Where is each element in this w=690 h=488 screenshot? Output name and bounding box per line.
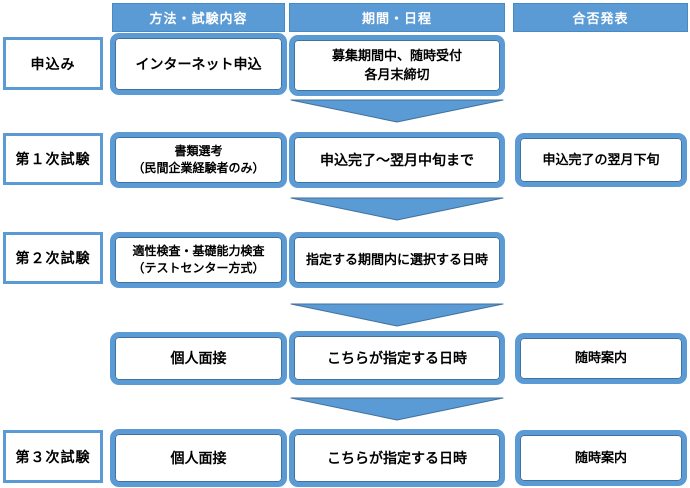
schedule-box-row0-line1: 募集期間中、随時受付 [331,47,462,63]
schedule-box-row2-line1: 指定する期間内に選択する日時 [305,251,488,267]
schedule-box-row0: 募集期間中、随時受付 各月末締切 [289,35,505,96]
down-arrow-icon [290,397,504,421]
stage-label-first-exam: 第１次試験 [3,133,103,185]
stage-label-application: 申込み [3,37,103,90]
schedule-box-row3: こちらが指定する日時 [289,331,505,385]
method-box-row4-line1: 個人面接 [170,449,227,466]
schedule-box-row1-line1: 申込完了～翌月中旬まで [320,151,474,168]
result-box-row3: 随時案内 [515,333,687,384]
method-box-row4: 個人面接 [110,429,287,487]
schedule-box-row4: こちらが指定する日時 [289,429,505,487]
method-box-row1: 書類選考 （民間企業経験者のみ） [110,132,287,188]
method-box-row2-line2: （テストセンター方式） [132,261,265,275]
down-arrow-icon [290,303,504,327]
result-box-row1: 申込完了の翌月下旬 [515,133,687,187]
schedule-box-row1: 申込完了～翌月中旬まで [289,132,505,188]
method-box-row3-line1: 個人面接 [170,350,227,367]
column-header-method: 方法・試験内容 [112,3,285,32]
method-box-row1-line2: （民間企業経験者のみ） [132,161,265,175]
method-box-row0: インターネット申込 [110,33,287,95]
method-box-row2-line1: 適性検査・基礎能力検査 [132,243,265,258]
result-box-row3-line1: 随時案内 [574,350,627,366]
result-box-row4: 随時案内 [515,430,687,486]
schedule-box-row0-line2: 各月末締切 [364,66,430,82]
schedule-box-row2: 指定する期間内に選択する日時 [289,232,505,288]
down-arrow-icon [290,197,504,221]
stage-label-second-exam: 第２次試験 [3,232,103,284]
column-header-schedule: 期間・日程 [289,3,505,32]
result-box-row4-line1: 随時案内 [574,449,627,465]
column-header-result: 合否発表 [513,3,688,32]
method-box-row0-line1: インターネット申込 [135,55,262,72]
stage-label-third-exam: 第３次試験 [3,430,103,483]
method-box-row1-line1: 書類選考 [174,143,223,158]
schedule-box-row4-line1: こちらが指定する日時 [327,449,467,466]
schedule-box-row3-line1: こちらが指定する日時 [327,349,467,366]
method-box-row3: 個人面接 [110,332,287,385]
down-arrow-icon [290,99,504,123]
method-box-row2: 適性検査・基礎能力検査 （テストセンター方式） [110,232,287,288]
result-box-row1-line1: 申込完了の翌月下旬 [542,151,660,167]
